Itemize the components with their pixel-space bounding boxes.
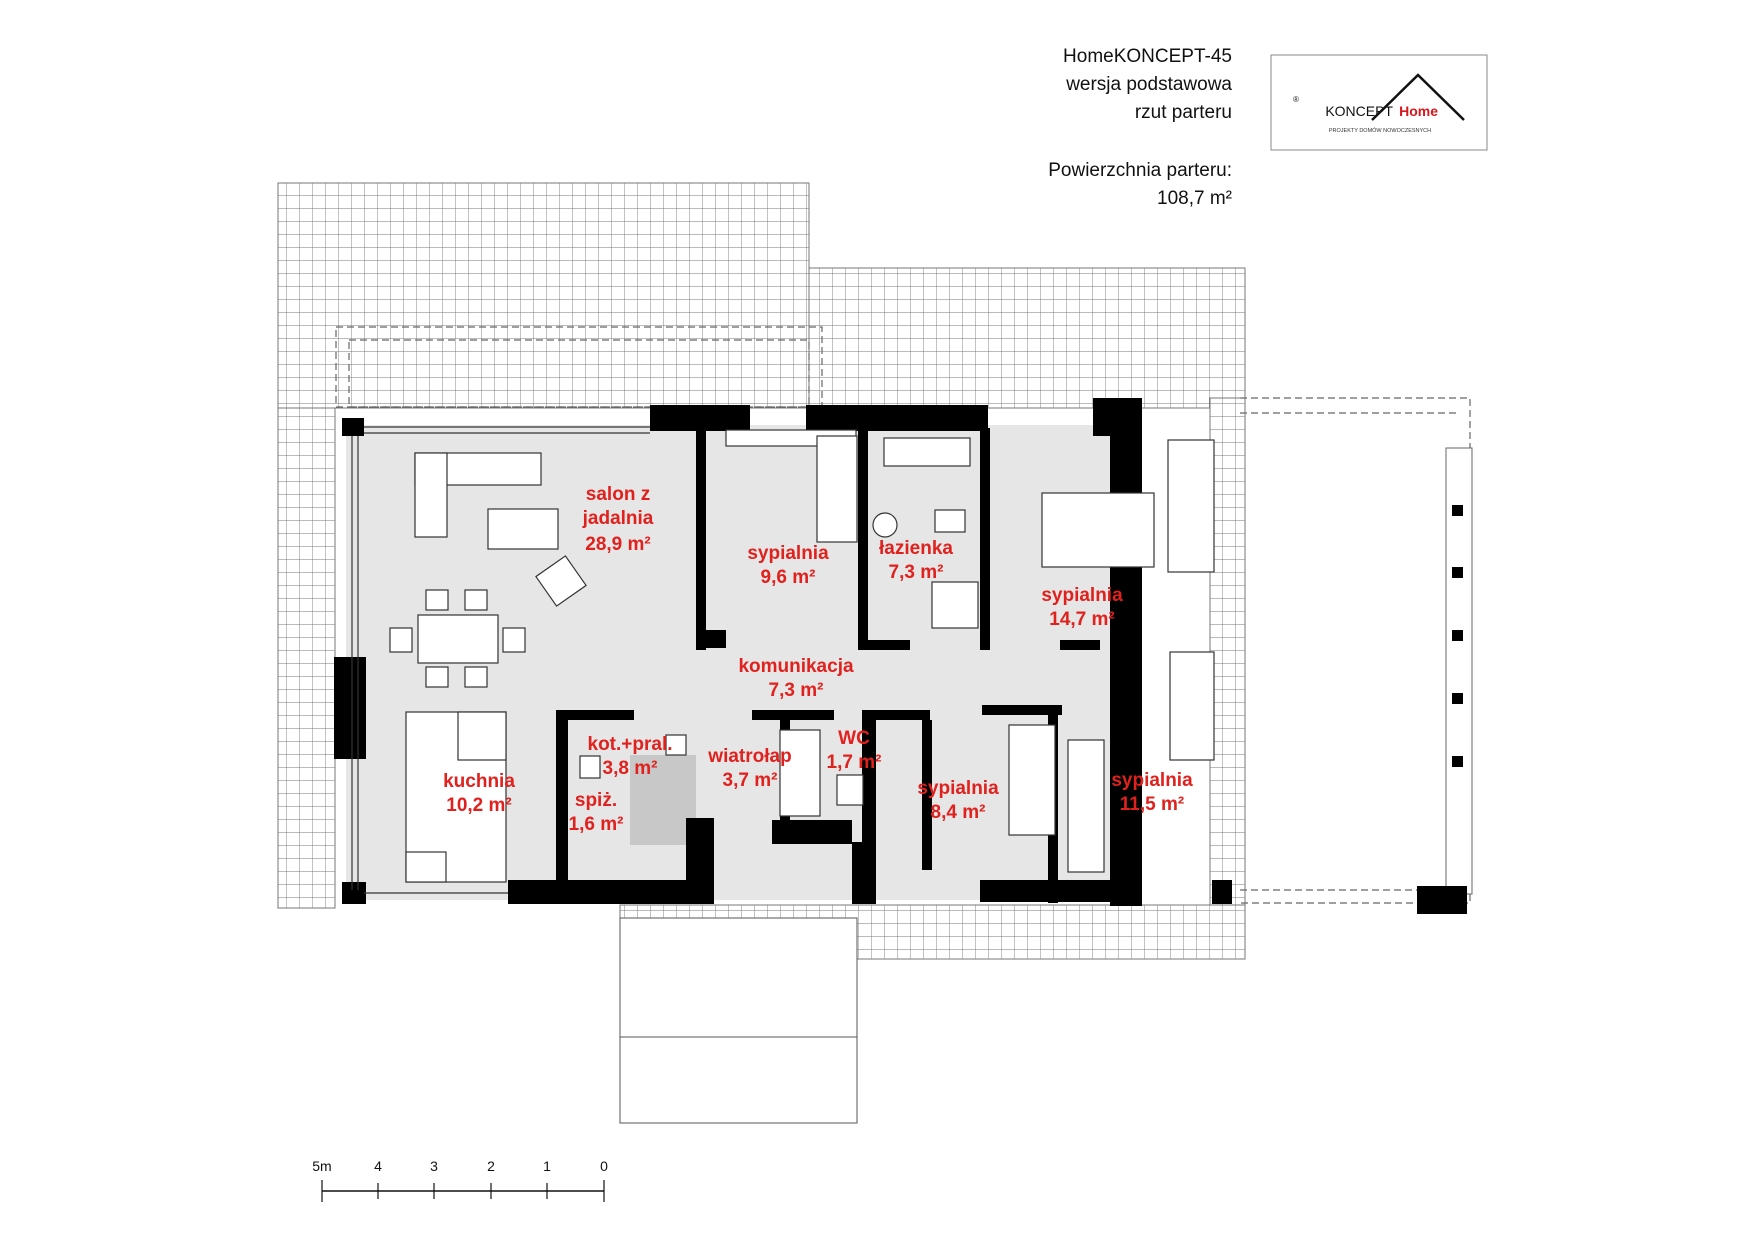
room-area-sypialnia-2: 14,7 m² — [1049, 609, 1114, 630]
room-area-sypialnia-4: 11,5 m² — [1120, 794, 1184, 815]
project-version: wersja podstawowa — [1065, 74, 1232, 95]
room-area-wc: 1,7 m² — [827, 752, 882, 773]
cooktop — [457, 711, 507, 761]
room-label-spizarnia: spiż. — [575, 790, 617, 811]
project-title: HomeKONCEPT-45 — [1063, 46, 1232, 67]
room-labels: salon z jadalnia 28,9 m² sypialnia 9,6 m… — [443, 484, 1193, 835]
room-area-komunikacja: 7,3 m² — [769, 680, 824, 701]
homekoncept-logo: Home KONCEPT ® PROJEKTY DOMÓW NOWOCZESNY… — [1270, 54, 1488, 151]
logo-tagline: PROJEKTY DOMÓW NOWOCZESNYCH — [1329, 127, 1431, 134]
room-label-kotlownia: kot.+pral. — [588, 734, 673, 755]
room-label-wc: WC — [838, 728, 870, 749]
room-label-sypialnia-3: sypialnia — [917, 778, 999, 799]
logo-brand-koncept: KONCEPT — [1325, 103, 1393, 119]
room-label-lazienka: łazienka — [879, 538, 953, 559]
scale-label-4: 4 — [374, 1158, 382, 1174]
sink — [405, 851, 447, 883]
room-area-salon: 28,9 m² — [585, 534, 650, 555]
bed-single-2 — [1169, 651, 1215, 761]
room-label-sypialnia-4: sypialnia — [1111, 770, 1193, 791]
dining-table — [417, 614, 499, 664]
room-area-sypialnia-1: 9,6 m² — [761, 567, 816, 588]
header: HomeKONCEPT-45 wersja podstawowa rzut pa… — [1048, 46, 1232, 209]
scale-label-5m: 5m — [312, 1158, 331, 1174]
logo-brand-home: Home — [1399, 103, 1438, 119]
exterior-lines — [351, 426, 650, 894]
room-label-sypialnia-2: sypialnia — [1041, 585, 1123, 606]
bed-single-3 — [1008, 724, 1056, 836]
entrance-walkway — [619, 917, 858, 1124]
room-label-wiatrolap: wiatrołap — [707, 746, 791, 767]
floor-area-label: Powierzchnia parteru: — [1048, 160, 1232, 181]
roof-icon — [1371, 73, 1465, 121]
terrace-tiles — [277, 182, 1246, 960]
floor-area-value: 108,7 m² — [1157, 188, 1232, 209]
room-area-spizarnia: 1,6 m² — [569, 814, 624, 835]
armchair — [535, 555, 587, 607]
room-label-salon-line2: jadalnia — [582, 508, 654, 529]
logo-registered-mark: ® — [1293, 95, 1299, 104]
scale-label-0: 0 — [600, 1158, 608, 1174]
bed-double — [1041, 492, 1155, 568]
room-area-lazienka: 7,3 m² — [889, 562, 944, 583]
furniture — [389, 429, 1215, 883]
room-area-kuchnia: 10,2 m² — [446, 795, 511, 816]
coffee-table — [487, 508, 559, 550]
room-area-kotlownia: 3,8 m² — [603, 758, 658, 779]
bathtub — [883, 437, 971, 467]
room-label-komunikacja: komunikacja — [738, 656, 854, 677]
room-area-wiatrolap: 3,7 m² — [723, 770, 778, 791]
room-label-sypialnia-1: sypialnia — [747, 543, 829, 564]
scale-label-3: 3 — [430, 1158, 438, 1174]
pergola — [1417, 447, 1473, 914]
bed-single — [816, 435, 858, 543]
scale-label-2: 2 — [487, 1158, 495, 1174]
scale-label-1: 1 — [543, 1158, 551, 1174]
plan-view-label: rzut parteru — [1135, 102, 1232, 123]
room-label-kuchnia: kuchnia — [443, 771, 515, 792]
room-area-sypialnia-3: 8,4 m² — [931, 802, 986, 823]
scale-bar: 0 1 2 3 4 5m — [312, 1158, 608, 1202]
room-label-salon: salon z — [586, 484, 650, 505]
